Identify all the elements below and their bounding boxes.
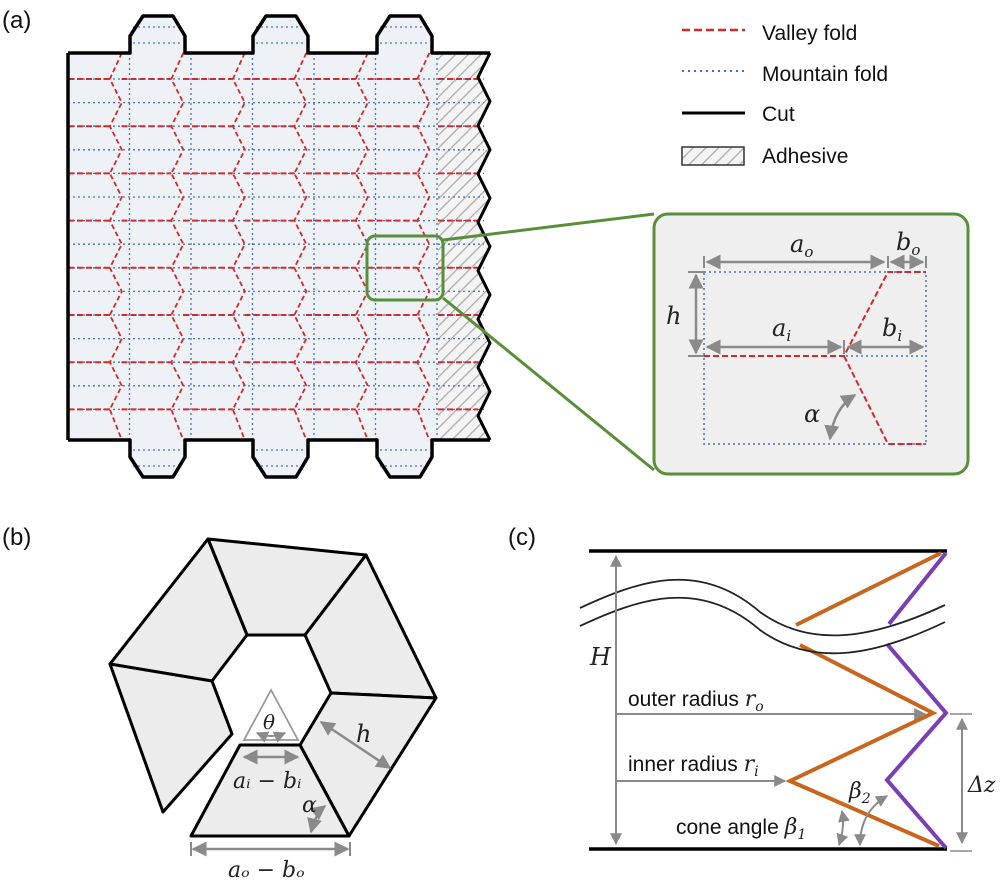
crease-pattern-sheet [66, 14, 492, 479]
cone-cross-section: H outer radius ro inner radius ri cone a… [579, 549, 996, 852]
zoom-connector-top [442, 212, 655, 242]
break-line-upper [579, 578, 946, 637]
tab-top-fill [130, 16, 185, 53]
break-line-lower [579, 596, 946, 655]
legend-label-cut: Cut [762, 103, 795, 126]
inset-detail: ao bo h ai bi α [652, 212, 970, 476]
legend-item-adhesive: Adhesive [681, 145, 848, 168]
label-inner-radius: inner radius ri [628, 752, 759, 780]
label-cone-angle: cone angle β1 [676, 815, 806, 843]
purple-upper-segment [887, 551, 948, 626]
valley-fold-zigzag [170, 52, 185, 441]
beta2-arc [854, 795, 889, 847]
tab-top-fill [377, 16, 432, 53]
label-alpha: α [804, 400, 820, 428]
cut-top-edge [68, 14, 490, 55]
label-h: h [666, 302, 681, 330]
valley-fold-zigzag [416, 52, 431, 441]
label-h-b: h [356, 720, 371, 748]
theta-arc [255, 731, 287, 743]
hexagonal-ring [108, 537, 438, 838]
sheet-body [68, 53, 438, 440]
tab-top-fill [253, 16, 308, 53]
label-bi: bi [882, 314, 902, 345]
legend-label-mountain: Mountain fold [762, 63, 888, 86]
cut-zigzag-edge [476, 52, 492, 441]
ring-segment-lower-left [108, 662, 234, 814]
panel-b-label: (b) [2, 524, 31, 551]
legend-label-valley: Valley fold [762, 22, 857, 45]
label-bo: bo [896, 228, 920, 259]
label-ao-minus-bo: aₒ − bₒ [228, 858, 305, 881]
panel-c-label: (c) [508, 524, 536, 551]
label-outer-radius: outer radius ro [628, 687, 764, 715]
label-alpha-b: α [302, 793, 317, 818]
zoom-region-box [365, 234, 445, 302]
label-ai-minus-bi: aᵢ − bᵢ [233, 769, 301, 794]
inset-mountain-outline [703, 271, 927, 445]
beta1-arc [836, 809, 850, 847]
valley-fold-zigzag [354, 52, 369, 441]
label-theta: θ [263, 710, 275, 734]
valley-fold-zigzag [108, 52, 123, 441]
label-ao: ao [790, 230, 813, 261]
tab-bottom-fill [253, 440, 308, 477]
adhesive-strip [438, 53, 490, 440]
tab-bottom-fill [130, 440, 185, 477]
alpha-arc-b [307, 805, 327, 834]
legend-item-valley: Valley fold [682, 22, 857, 45]
legend-item-cut: Cut [682, 103, 795, 126]
dim-h-b [319, 720, 392, 770]
valley-fold-zigzag [293, 52, 308, 441]
cut-bottom-edge [68, 438, 490, 479]
legend: Valley fold Mountain fold Cut Adhesive [681, 22, 888, 168]
inset-valley-upper [704, 271, 926, 357]
label-H: H [589, 643, 612, 671]
legend-item-mountain: Mountain fold [682, 63, 888, 86]
panel-a-label: (a) [2, 7, 31, 34]
inset-valley-lower [843, 355, 926, 445]
legend-label-adhesive: Adhesive [762, 145, 848, 168]
zoom-connector-bottom [442, 296, 655, 472]
label-ai: ai [772, 314, 791, 345]
purple-fold-profile [884, 642, 949, 850]
angle-alpha-arc [824, 393, 857, 441]
label-beta2: β2 [848, 779, 871, 807]
label-delta-z: Δz [967, 773, 996, 798]
orange-upper-segment [795, 551, 942, 627]
valley-fold-zigzag [231, 52, 246, 441]
adhesive-swatch [681, 146, 745, 166]
tab-bottom-fill [377, 440, 432, 477]
